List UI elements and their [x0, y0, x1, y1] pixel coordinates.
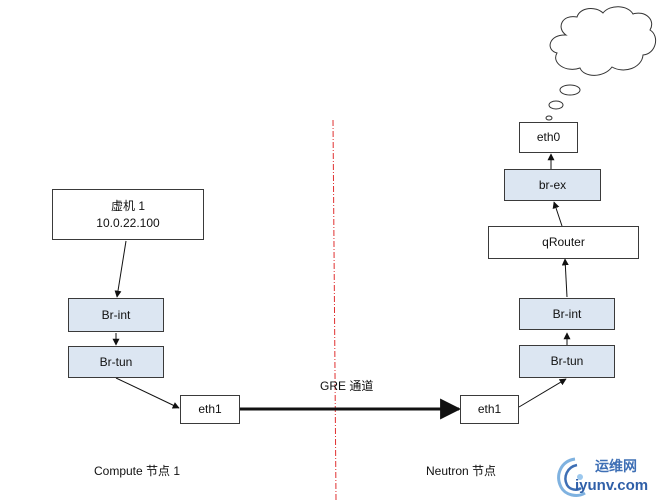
compute-eth1-box: eth1 [180, 395, 240, 424]
neutron-br-int-label: Br-int [552, 306, 582, 321]
neutron-br-tun-label: Br-tun [550, 354, 584, 368]
internet-cloud-icon [549, 6, 657, 76]
vm-to-br-int-arrow [114, 240, 127, 298]
vm-ip: 10.0.22.100 [96, 215, 160, 230]
eth1-to-br-tun-arrow [518, 378, 567, 408]
neutron-eth0-label: eth0 [536, 130, 561, 144]
node-divider-line [332, 119, 337, 501]
compute-br-int-label: Br-int [101, 307, 131, 322]
thought-bubble-medium [548, 100, 564, 110]
neutron-node-label: Neutron 节点 [426, 464, 497, 478]
neutron-eth1-box: eth1 [460, 395, 519, 424]
compute-node-label: Compute 节点 1 [94, 464, 181, 478]
thought-bubble-large [559, 84, 581, 96]
neutron-br-ex-label: br-ex [538, 177, 567, 192]
neutron-eth1-label: eth1 [477, 402, 502, 416]
qrouter-box: qRouter [488, 226, 639, 259]
compute-br-tun-label: Br-tun [99, 354, 133, 369]
neutron-br-int-box: Br-int [519, 298, 615, 330]
compute-br-int-box: Br-int [68, 298, 164, 332]
neutron-br-tun-box: Br-tun [519, 345, 615, 378]
compute-br-tun-box: Br-tun [68, 346, 164, 378]
watermark-en-text: iyunv.com [575, 477, 649, 494]
neutron-eth0-box: eth0 [519, 122, 578, 153]
br-tun-to-eth1-arrow [115, 377, 180, 409]
thought-bubble-small [545, 115, 553, 121]
neutron-br-ex-box: br-ex [504, 169, 601, 201]
watermark-logo: 运维网 iyunv.com [553, 455, 657, 499]
watermark-cn-text: 运维网 [595, 459, 637, 475]
br-int-to-qrouter-arrow [561, 258, 569, 298]
gre-tunnel-label: GRE 通道 [320, 379, 374, 393]
watermark-swirl-icon [557, 457, 586, 497]
qrouter-to-br-ex-arrow [552, 201, 563, 227]
vm-name: 虚机 1 [110, 198, 145, 213]
vm-box: 虚机 1 10.0.22.100 [52, 189, 204, 240]
compute-eth1-label: eth1 [198, 402, 222, 416]
qrouter-label: qRouter [542, 235, 585, 249]
